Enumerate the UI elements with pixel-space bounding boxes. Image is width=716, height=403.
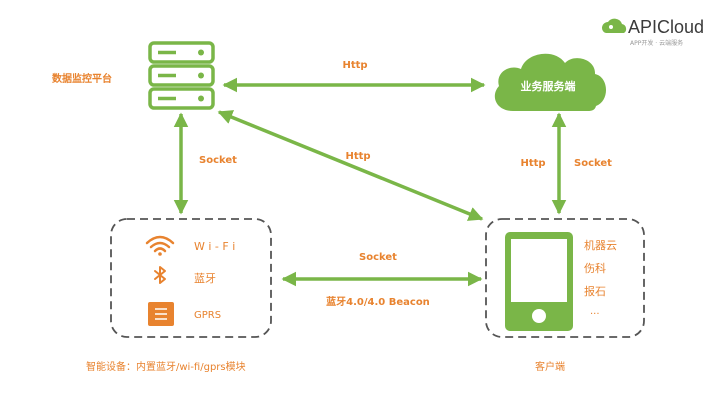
brand-tagline: APP开发 · 云端服务 [630,39,683,47]
brand-name: APICloud [628,17,704,37]
apicloud-logo-icon [601,18,627,33]
edge-label-devices-client-socket: Socket [359,252,397,263]
client-caption: 客户端 [535,360,565,373]
edge-label-platform-client: Http [345,151,370,162]
connector-platform-client [217,110,484,221]
edge-label-platform-cloud: Http [342,60,367,71]
gprs-icon [148,302,174,326]
edge-label-cloud-client-socket: Socket [574,158,612,169]
edge-label-platform-devices: Socket [199,155,237,166]
tablet-icon [505,232,573,331]
client-item-4: ... [590,306,600,317]
monitoring-platform-label: 数据监控平台 [52,72,112,85]
server-icon [148,41,215,110]
gprs-label: GPRS [194,310,221,321]
smart-devices-caption: 智能设备：内置蓝牙/wi-fi/gprs模块 [86,360,246,373]
monitoring-platform-node: 数据监控平台 [52,41,215,110]
wifi-label: W i - F i [194,240,235,253]
client-node: 机器云 伤科 报石 ... [485,218,645,338]
bluetooth-label: 蓝牙 [194,272,216,285]
brand-logo: APICloud APP开发 · 云端服务 [601,17,704,47]
wifi-icon [145,235,175,256]
smart-devices-node: W i - F i 蓝牙 GPRS [110,218,272,338]
cloud-icon [494,53,607,111]
edge-label-cloud-client-http: Http [520,158,545,169]
client-item-2: 伤科 [584,261,606,275]
client-dashed-box [485,218,645,338]
business-server-label: 业务服务端 [521,79,576,93]
client-item-3: 报石 [584,284,606,298]
edge-label-devices-client-bluetooth: 蓝牙4.0/4.0 Beacon [326,295,430,308]
client-item-1: 机器云 [584,238,617,252]
bluetooth-icon [154,266,166,284]
devices-dashed-box [110,218,272,338]
business-server-node: 业务服务端 [494,53,607,111]
